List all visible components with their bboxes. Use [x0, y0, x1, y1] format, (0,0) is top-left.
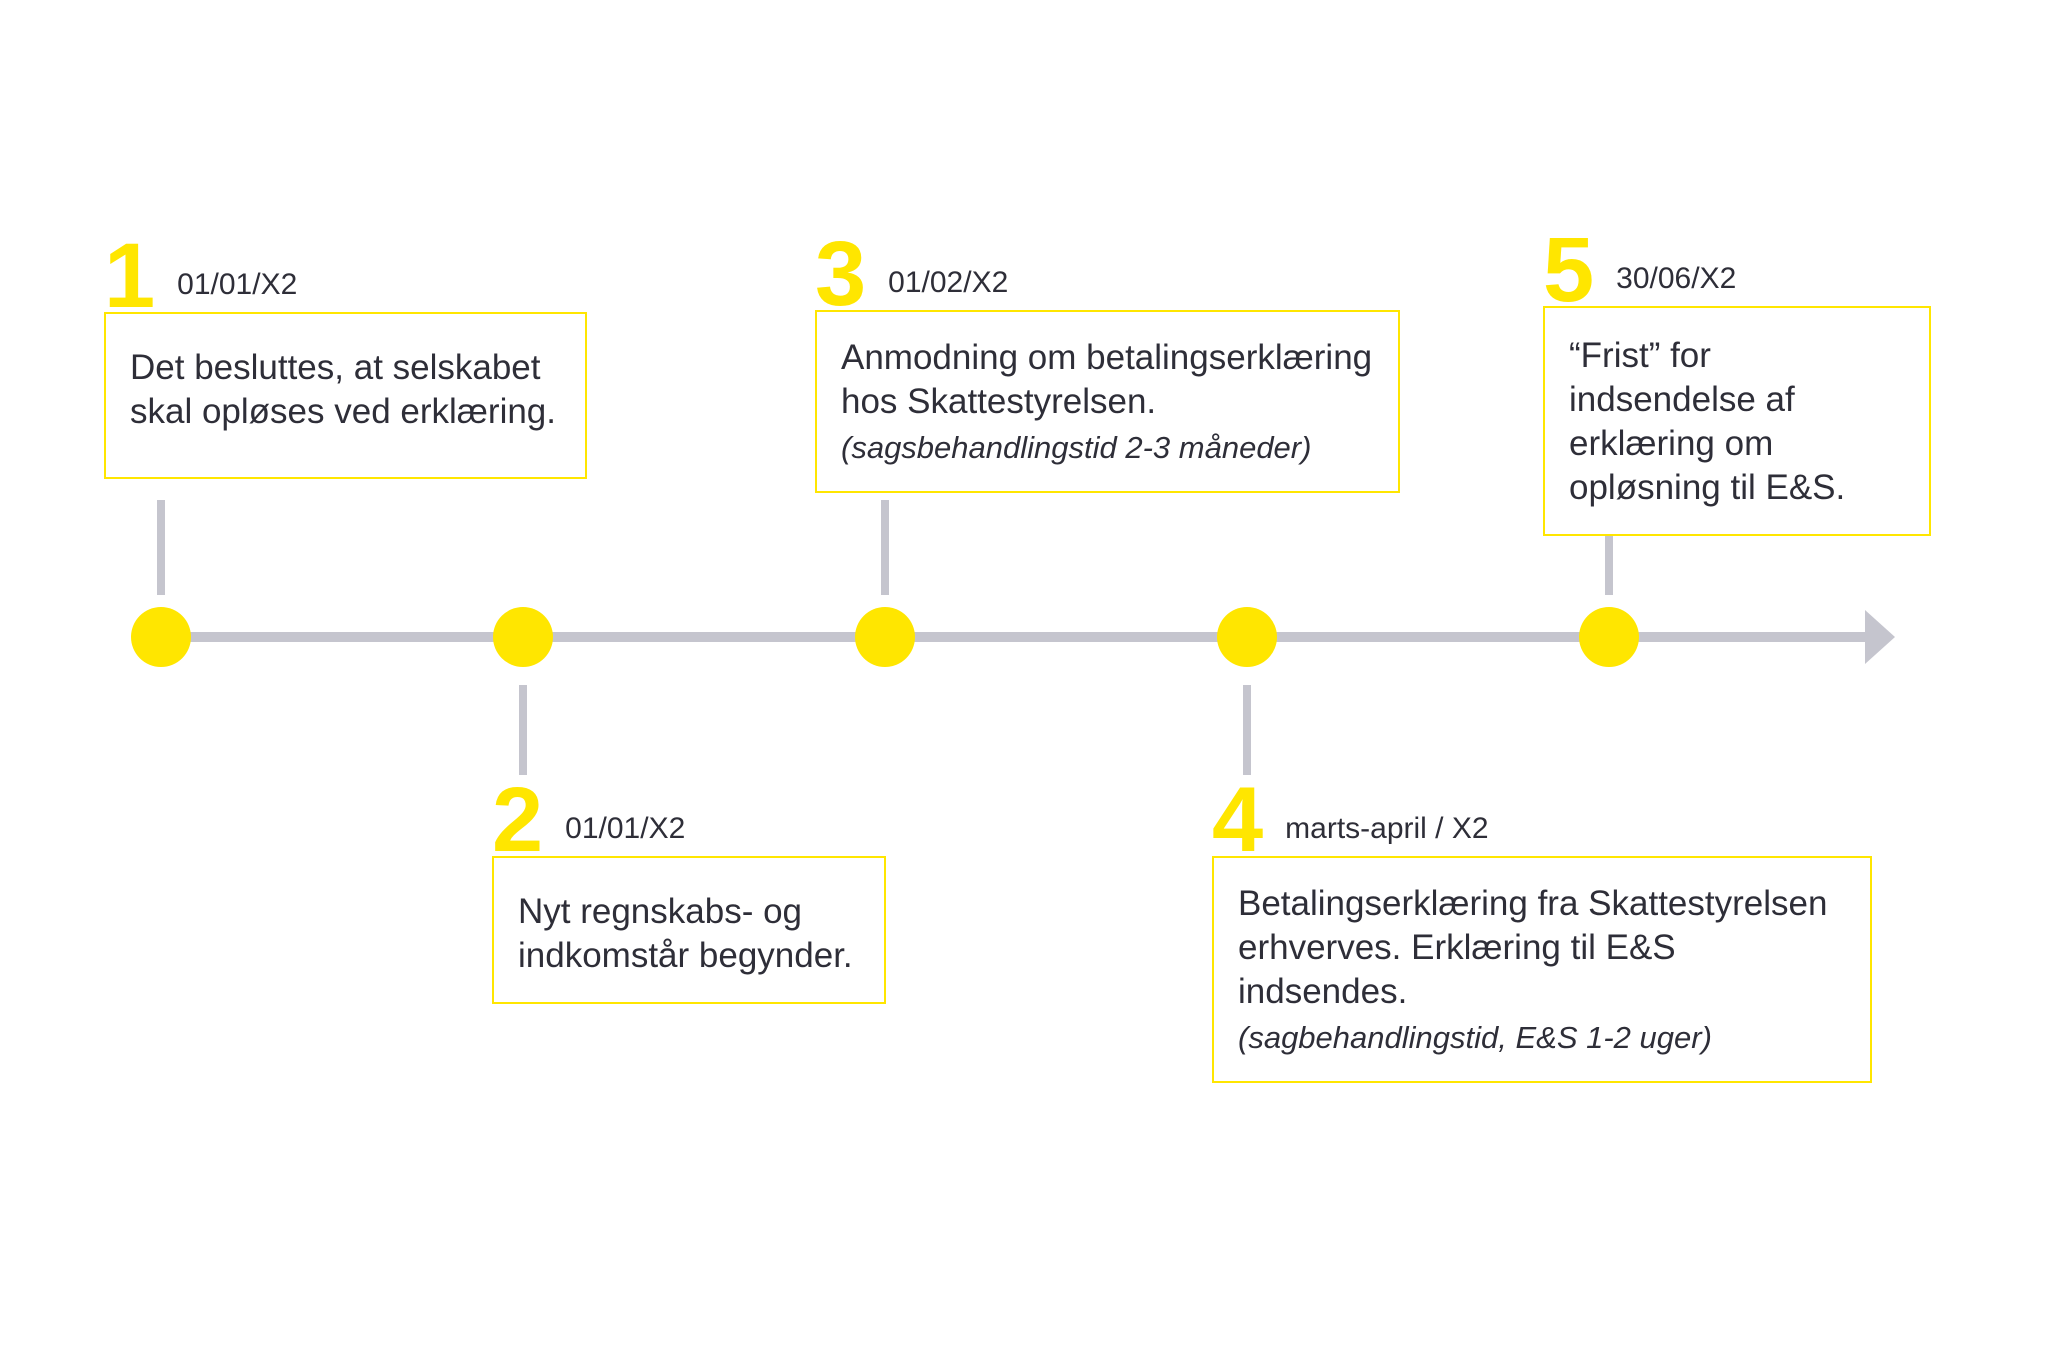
milestone-3-note: (sagsbehandlingstid 2-3 måneder): [841, 430, 1312, 466]
milestone-4-header: 4 marts-april / X2: [1212, 769, 1872, 871]
milestone-5: 5 30/06/X2 “Frist” for indsendelse af er…: [1543, 219, 1931, 537]
milestone-4-note: (sagbehandlingstid, E&S 1-2 uger): [1238, 1020, 1712, 1056]
connector-milestone-5: [1605, 500, 1613, 595]
timeline-dot-1: [131, 607, 191, 667]
timeline-axis: [161, 632, 1867, 642]
milestone-1-text: Det besluttes, at selskabet skal opløses…: [130, 347, 556, 431]
milestone-2: 2 01/01/X2 Nyt regnskabs- og indkomstår …: [492, 769, 886, 1005]
milestone-4-date: marts-april / X2: [1285, 811, 1489, 845]
milestone-2-date: 01/01/X2: [565, 811, 686, 845]
milestone-5-number: 5: [1543, 219, 1594, 321]
timeline-dot-3: [855, 607, 915, 667]
connector-milestone-2: [519, 685, 527, 775]
milestone-4-number: 4: [1212, 769, 1263, 871]
milestone-3-box: Anmodning om betalingserklæring hos Skat…: [815, 309, 1400, 494]
milestone-2-text: Nyt regnskabs- og indkomstår begynder.: [518, 891, 853, 975]
connector-milestone-3: [881, 500, 889, 595]
milestone-3: 3 01/02/X2 Anmodning om betalingserklæri…: [815, 223, 1400, 494]
timeline-dot-5: [1579, 607, 1639, 667]
arrow-right-icon: [1865, 610, 1895, 664]
timeline-dot-4: [1217, 607, 1277, 667]
milestone-5-header: 5 30/06/X2: [1543, 219, 1931, 321]
milestone-5-box: “Frist” for indsendelse af erklæring om …: [1543, 305, 1931, 537]
connector-milestone-1: [157, 500, 165, 595]
milestone-5-date: 30/06/X2: [1616, 261, 1737, 295]
milestone-3-header: 3 01/02/X2: [815, 223, 1400, 325]
milestone-2-number: 2: [492, 769, 543, 871]
milestone-1-header: 1 01/01/X2: [104, 225, 587, 327]
milestone-2-header: 2 01/01/X2: [492, 769, 886, 871]
milestone-3-text: Anmodning om betalingserklæring hos Skat…: [841, 337, 1373, 421]
timeline-dot-2: [493, 607, 553, 667]
milestone-1-box: Det besluttes, at selskabet skal opløses…: [104, 311, 587, 479]
milestone-1-date: 01/01/X2: [177, 267, 298, 301]
milestone-1: 1 01/01/X2 Det besluttes, at selskabet s…: [104, 225, 587, 479]
milestone-3-number: 3: [815, 223, 866, 325]
milestone-1-number: 1: [104, 225, 155, 327]
milestone-2-box: Nyt regnskabs- og indkomstår begynder.: [492, 855, 886, 1005]
milestone-5-text: “Frist” for indsendelse af erklæring om …: [1569, 335, 1846, 508]
milestone-3-date: 01/02/X2: [888, 265, 1009, 299]
milestone-4: 4 marts-april / X2 Betalingserklæring fr…: [1212, 769, 1872, 1084]
milestone-4-box: Betalingserklæring fra Skattestyrelsen e…: [1212, 855, 1872, 1084]
milestone-4-text: Betalingserklæring fra Skattestyrelsen e…: [1238, 883, 1828, 1012]
connector-milestone-4: [1243, 685, 1251, 775]
